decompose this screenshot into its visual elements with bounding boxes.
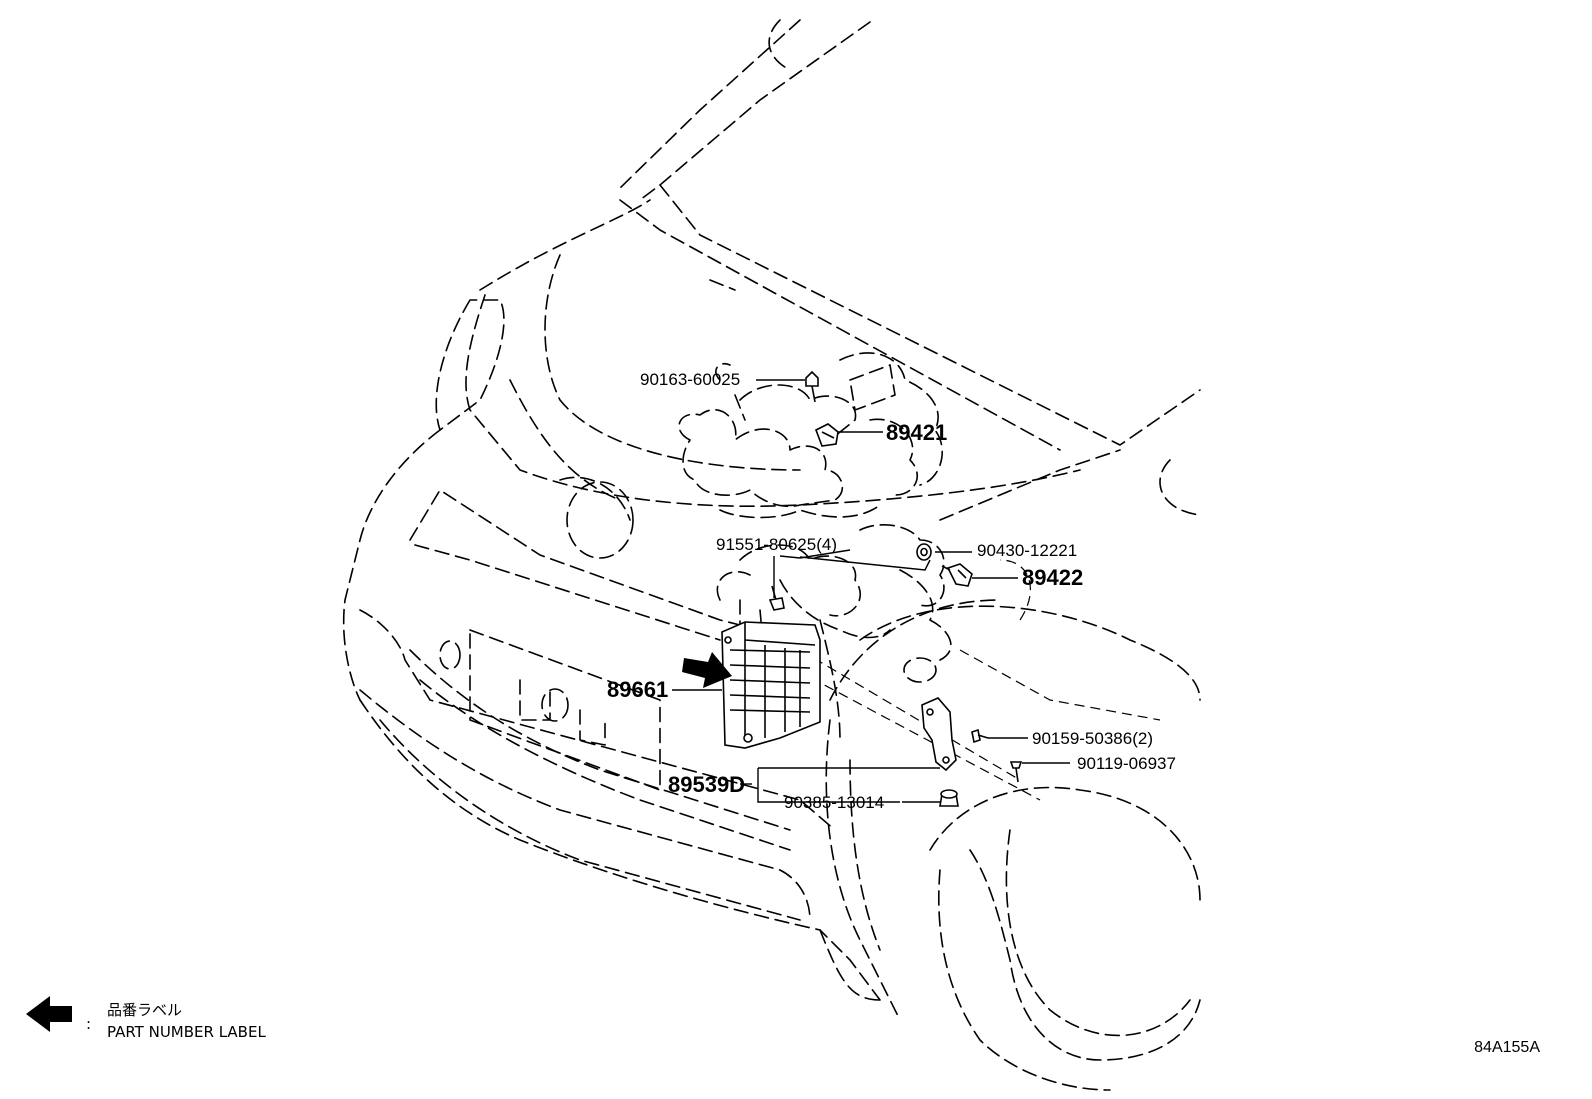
legend-japanese-label: 品番ラベル <box>107 1001 183 1019</box>
bolt-90163-icon <box>805 370 819 403</box>
sensor-89421-icon <box>814 423 839 447</box>
callout-90163-60025: 90163-60025 <box>640 370 740 389</box>
bushing-90385-icon <box>939 789 959 807</box>
vehicle-outline <box>342 19 1201 1091</box>
bolt-91551-icon <box>768 585 785 611</box>
part-number-label-arrow-icon <box>682 652 732 688</box>
callout-90430-12221: 90430-12221 <box>977 541 1077 560</box>
bolt-90119-icon <box>1009 761 1023 783</box>
sensor-89422-icon <box>941 563 973 587</box>
gasket-90430-icon <box>916 543 932 561</box>
callout-89661: 89661 <box>607 677 668 702</box>
leader-lines <box>672 379 1070 803</box>
callout-89539D: 89539D <box>668 772 745 797</box>
callout-89422: 89422 <box>1022 565 1083 590</box>
legend-arrow-icon <box>26 996 72 1032</box>
legend-separator: : <box>86 1015 92 1033</box>
figure-code: 84A155A <box>1474 1039 1540 1056</box>
callout-91551-80625: 91551-80625(4) <box>716 535 837 554</box>
callout-89421: 89421 <box>886 420 947 445</box>
screw-90159-icon <box>971 728 989 744</box>
ecu-89661-icon <box>721 621 821 749</box>
bracket-89539D-icon <box>921 697 957 772</box>
callout-90385-13014: 90385-13014 <box>784 793 884 812</box>
callout-90159-50386: 90159-50386(2) <box>1032 729 1153 748</box>
callout-90119-06937: 90119-06937 <box>1077 754 1176 773</box>
legend-english-label: PART NUMBER LABEL <box>107 1023 266 1041</box>
parts <box>682 370 1023 807</box>
